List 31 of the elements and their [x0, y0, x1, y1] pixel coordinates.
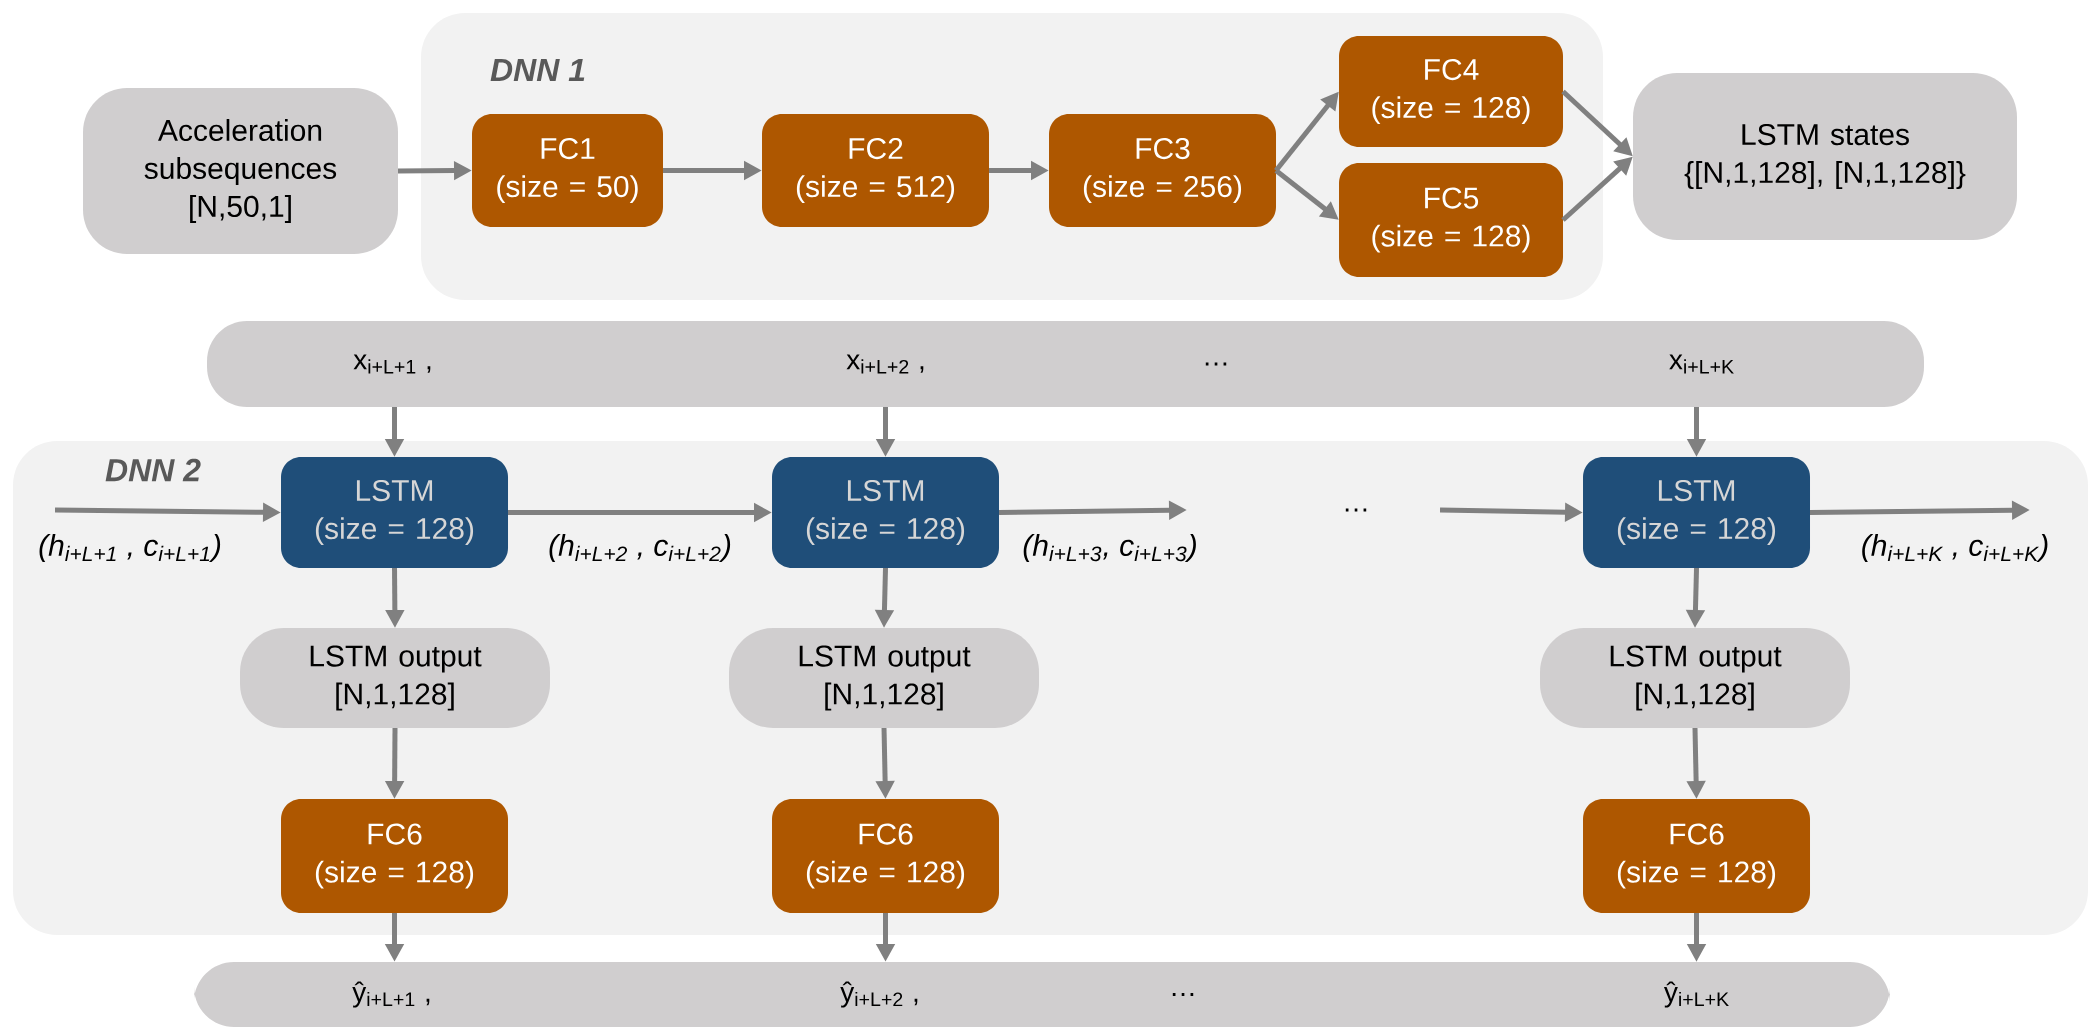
sequence-label: x$_{i+L+K}$	[1669, 354, 1734, 374]
process-box: FC5 (size = 128)	[1339, 163, 1563, 277]
data-box: LSTM output [N,1,128]	[240, 628, 550, 728]
lstm-box: LSTM (size = 128)	[281, 457, 508, 568]
lstm-box: LSTM (size = 128)	[1583, 457, 1810, 568]
data-box: LSTM output [N,1,128]	[1540, 628, 1850, 728]
process-box: FC3 (size = 256)	[1049, 114, 1276, 227]
panel-heading: DNN 2	[105, 458, 201, 482]
sequence-label: …	[1205, 362, 1227, 366]
sequence-label: ŷ$_{i+L+K}$	[1663, 981, 1729, 1008]
data-box: LSTM output [N,1,128]	[729, 628, 1039, 728]
process-box: FC2 (size = 512)	[762, 114, 989, 227]
process-box: FC6 (size = 128)	[772, 799, 999, 913]
edge-label: (h$_{i+L+3}$, c$_{i+L+3}$)	[1023, 534, 1196, 562]
edge-label: (h$_{i+L+K}$ , c$_{i+L+K}$)	[1862, 534, 2048, 562]
sequence-label: ŷ$_{i+L+2}$ ,	[840, 981, 918, 1008]
process-box: FC6 (size = 128)	[281, 799, 508, 913]
sequence-label: …	[1172, 993, 1194, 996]
sequence-label: x$_{i+L+2}$ ,	[846, 354, 924, 374]
lstm-box: LSTM (size = 128)	[772, 457, 999, 568]
ellipsis: …	[1345, 508, 1367, 512]
sequence-label: ŷ$_{i+L+1}$ ,	[352, 981, 430, 1008]
panel-heading: DNN 1	[490, 59, 585, 81]
process-box: FC1 (size = 50)	[472, 114, 663, 227]
edge-label: (h$_{i+L+2}$ , c$_{i+L+2}$)	[549, 534, 731, 562]
process-box: FC4 (size = 128)	[1339, 36, 1563, 147]
data-box: Acceleration subsequences [N,50,1]	[83, 88, 398, 254]
sequence-label: x$_{i+L+1}$ ,	[353, 354, 431, 374]
process-box: FC6 (size = 128)	[1583, 799, 1810, 913]
data-box: LSTM states {[N,1,128], [N,1,128]}	[1633, 73, 2017, 240]
edge-label: (h$_{i+L+1}$ , c$_{i+L+1}$)	[39, 534, 221, 562]
